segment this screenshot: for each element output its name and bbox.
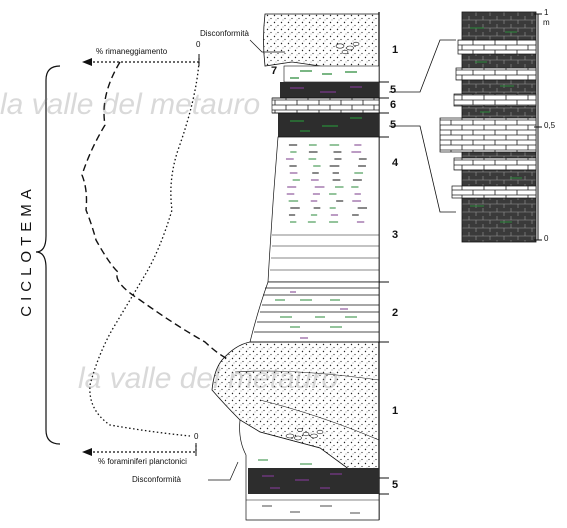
layer-number-1-top: 1 [392,44,399,56]
rimaneggiamento-label: % rimaneggiamento [96,47,168,56]
layer-5-dark-a [280,82,379,98]
inset-scale-top: 1 [544,8,549,17]
layer-number-6: 6 [390,99,397,111]
marl-dashes [285,144,368,223]
disconformity-bottom-label: Disconformità [132,475,181,484]
stratigraphic-column [211,12,389,521]
rimaneggiamento-curve [89,61,200,437]
layer-number-5-b: 5 [390,119,397,131]
inset-scale-unit: m [543,18,550,27]
foraminiferi-label: % foraminiferi planctonici [98,457,187,466]
rimaneggiamento-zero: 0 [196,40,201,49]
curves [35,54,231,456]
inset-detail-column [389,11,542,243]
layer-number-3: 3 [392,229,399,241]
foraminiferi-zero: 0 [194,432,199,441]
ciclotema-label: CICLOTEMA [17,183,35,317]
layer-6 [271,97,380,114]
disconformity-top-label: Disconformità [200,29,249,38]
ciclotema-brace [35,65,61,445]
layer-number-1-bottom: 1 [392,405,399,417]
layer-number-5-bottom: 5 [392,479,399,491]
layer-5-dark-b [278,113,379,137]
layer-number-5-a: 5 [390,84,397,96]
inset-scale-mid: 0,5 [544,121,556,130]
layer-number-7: 7 [271,65,278,77]
foraminiferi-curve [81,61,231,361]
layer-5-dark-bottom [248,468,379,494]
inset-scale-bottom: 0 [544,234,549,243]
layer-number-2: 2 [392,307,399,319]
layer-number-4: 4 [392,157,399,169]
